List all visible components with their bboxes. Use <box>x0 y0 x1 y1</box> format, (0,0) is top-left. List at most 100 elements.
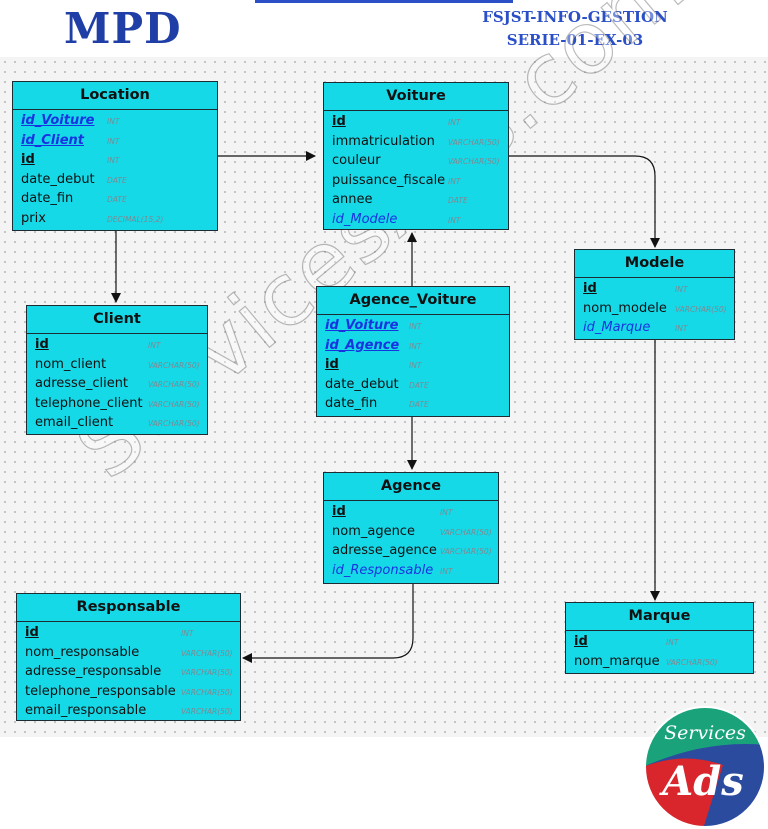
top-accent-line <box>255 0 513 3</box>
field-name: annee <box>332 192 373 208</box>
field-type: INT <box>409 361 422 371</box>
field-type: INT <box>148 341 161 350</box>
field-name: id <box>332 504 346 519</box>
field-type: INT <box>440 566 453 576</box>
field-name: nom_client <box>35 356 107 372</box>
field-name: email_responsable <box>25 703 147 719</box>
field-type: VARCHAR(50) <box>148 380 200 390</box>
field-name: email_client <box>35 415 114 431</box>
field-name: id <box>583 281 597 296</box>
field-type: INT <box>448 118 461 127</box>
field-type: VARCHAR(50) <box>448 157 500 167</box>
field-row[interactable]: nom_modele VARCHAR(50) <box>575 299 734 319</box>
field-name: date_debut <box>325 376 399 392</box>
field-name: id <box>332 114 346 129</box>
field-type: VARCHAR(50) <box>440 547 492 557</box>
field-row[interactable]: id INT <box>17 623 240 643</box>
field-type: DATE <box>409 400 429 410</box>
diagram-title: MPD <box>64 4 182 53</box>
field-type: VARCHAR(50) <box>666 657 718 667</box>
field-type: VARCHAR(50) <box>148 419 200 429</box>
field-name: telephone_client <box>35 395 143 411</box>
field-name: nom_modele <box>583 300 667 316</box>
field-name: id <box>21 152 35 168</box>
table-header: Client <box>27 306 207 334</box>
field-row[interactable]: annee DATE <box>324 190 508 210</box>
field-type: INT <box>409 341 422 351</box>
field-name: id <box>25 625 39 640</box>
field-type: DATE <box>409 380 429 390</box>
table-header: Location <box>13 82 217 110</box>
field-row[interactable]: id INT <box>324 112 508 132</box>
table-header: Responsable <box>17 594 240 622</box>
field-type: VARCHAR(50) <box>181 668 233 678</box>
field-type: INT <box>448 176 461 186</box>
field-name: immatriculation <box>332 133 435 149</box>
field-name: prix <box>21 210 46 226</box>
field-row[interactable]: nom_responsable VARCHAR(50) <box>17 643 240 663</box>
field-type: VARCHAR(50) <box>181 648 233 658</box>
course-label: FSJST-INFO-GESTION <box>482 8 668 26</box>
field-type: VARCHAR(50) <box>675 304 727 314</box>
table-header: Agence_Voiture <box>317 287 509 315</box>
field-name: id <box>35 337 49 352</box>
field-type: INT <box>448 215 461 225</box>
field-row[interactable]: date_debut DATE <box>317 375 509 395</box>
field-name: id_Voiture <box>325 318 399 333</box>
field-row[interactable]: email_client VARCHAR(50) <box>27 413 207 433</box>
field-name: adresse_agence <box>332 543 437 559</box>
field-type: INT <box>181 629 194 638</box>
field-type: INT <box>675 324 688 334</box>
table-header: Modele <box>575 250 734 278</box>
field-name: nom_agence <box>332 523 415 539</box>
field-type: DATE <box>448 196 468 206</box>
field-name: id_Client <box>21 132 85 148</box>
field-row[interactable]: id INT <box>27 335 207 355</box>
field-type: INT <box>666 638 679 647</box>
services-ads-logo: Services Ads <box>644 706 766 828</box>
field-name: nom_responsable <box>25 644 140 660</box>
